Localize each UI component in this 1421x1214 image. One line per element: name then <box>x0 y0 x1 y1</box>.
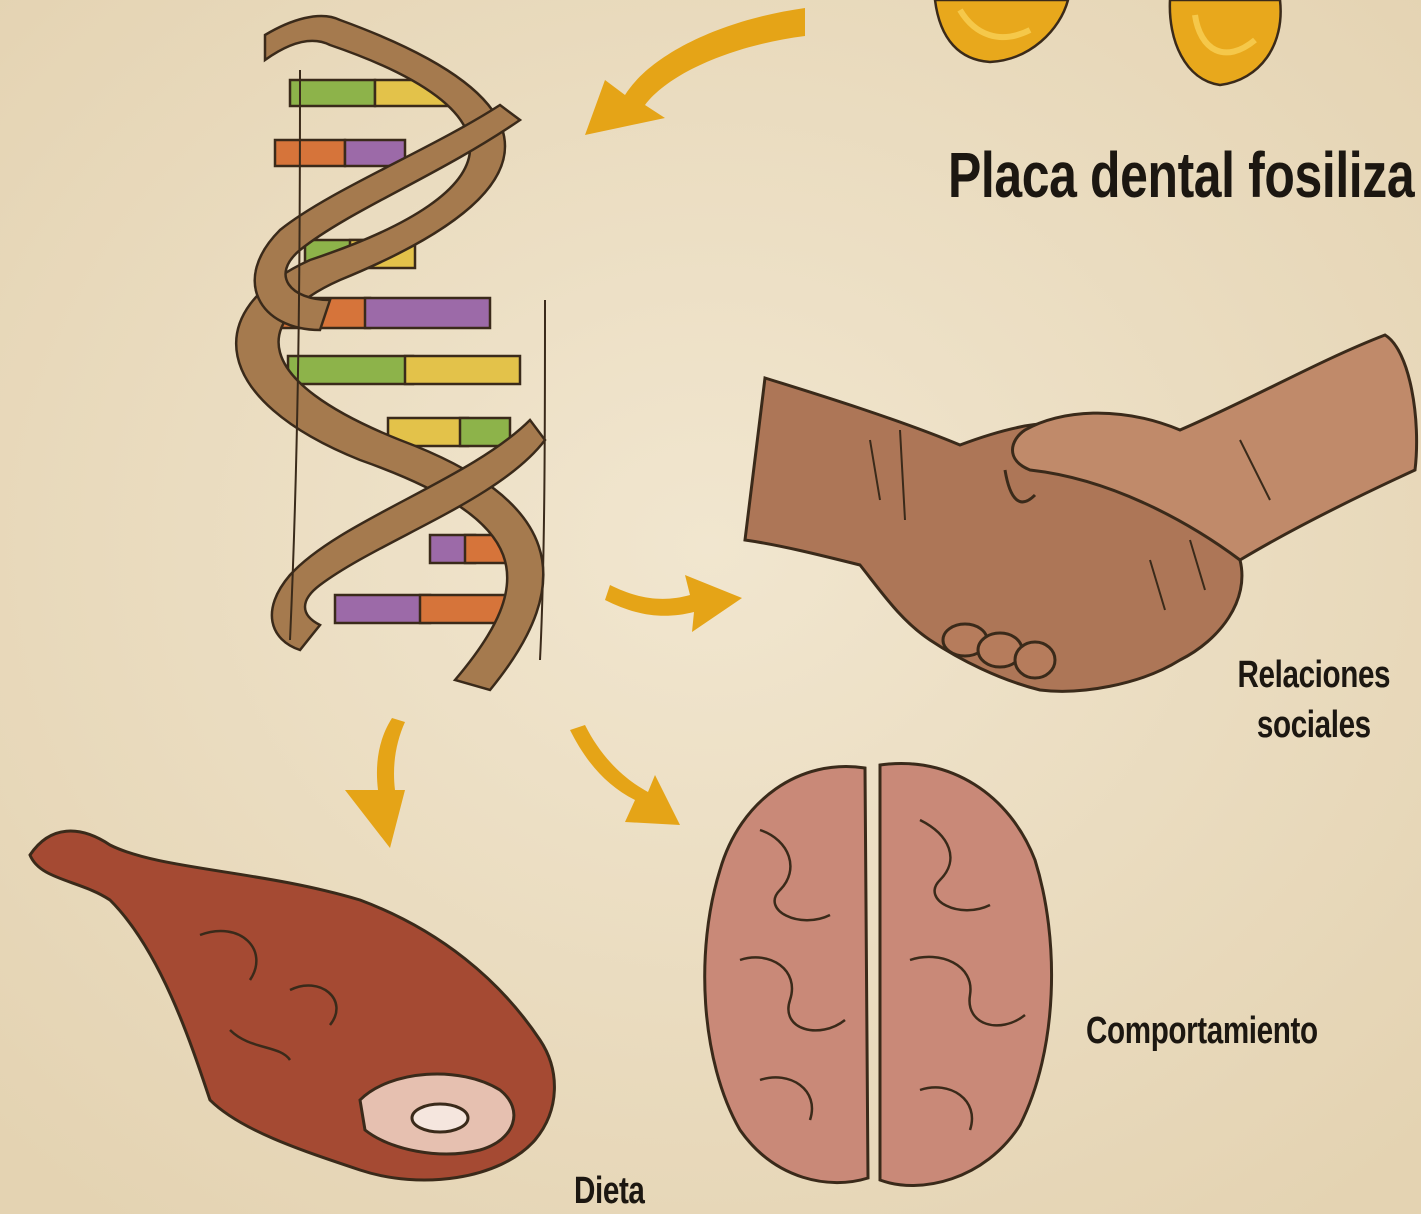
social-relations-label: Relaciones sociales <box>1238 650 1391 750</box>
behavior-label: Comportamiento <box>1086 1010 1318 1053</box>
social-relations-label-line1: Relaciones <box>1238 650 1391 700</box>
social-relations-label-line2: sociales <box>1238 700 1391 750</box>
diagram-title: Placa dental fosiliza <box>948 138 1414 212</box>
diet-label: Dieta <box>574 1170 645 1213</box>
